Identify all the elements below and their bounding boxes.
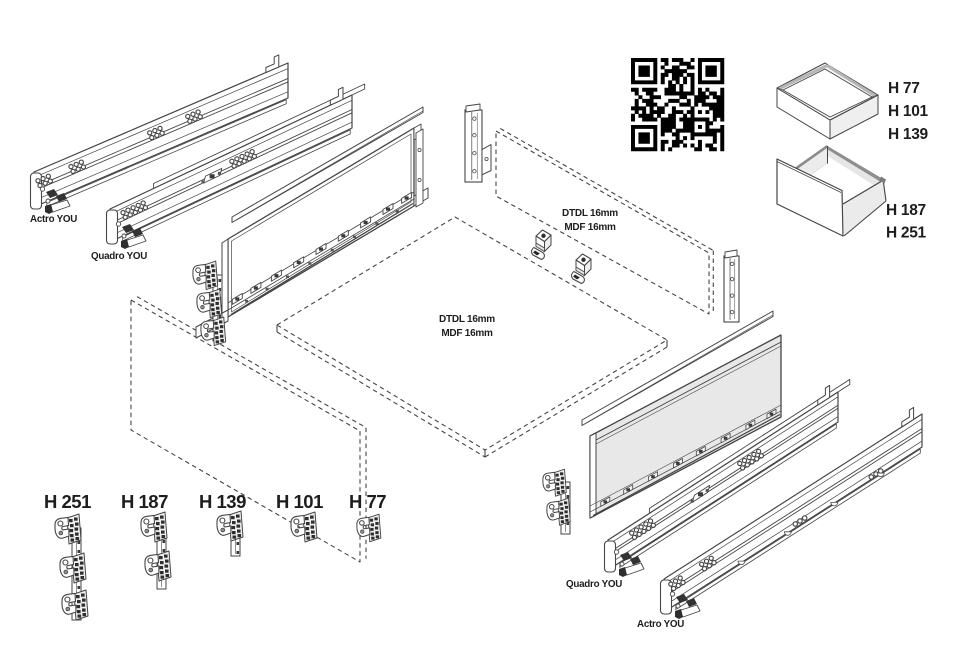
- svg-text:Actro YOU: Actro YOU: [637, 619, 684, 630]
- svg-text:H 251: H 251: [886, 225, 927, 242]
- svg-text:Quadro YOU: Quadro YOU: [91, 251, 147, 262]
- svg-text:H 139: H 139: [199, 491, 246, 512]
- svg-text:H 187: H 187: [121, 491, 168, 512]
- svg-text:DTDL 16mm: DTDL 16mm: [562, 208, 618, 219]
- svg-text:DTDL 16mm: DTDL 16mm: [439, 314, 495, 325]
- svg-text:Actro YOU: Actro YOU: [30, 214, 77, 225]
- svg-text:H 251: H 251: [44, 491, 91, 512]
- svg-text:H 77: H 77: [349, 491, 386, 512]
- svg-text:H 77: H 77: [888, 80, 920, 97]
- svg-text:MDF 16mm: MDF 16mm: [564, 222, 616, 233]
- svg-text:H 101: H 101: [888, 103, 929, 120]
- svg-text:MDF 16mm: MDF 16mm: [441, 328, 493, 339]
- svg-text:H 139: H 139: [888, 126, 929, 143]
- svg-text:Quadro YOU: Quadro YOU: [566, 579, 622, 590]
- svg-text:H 101: H 101: [276, 491, 323, 512]
- svg-text:H 187: H 187: [886, 202, 926, 219]
